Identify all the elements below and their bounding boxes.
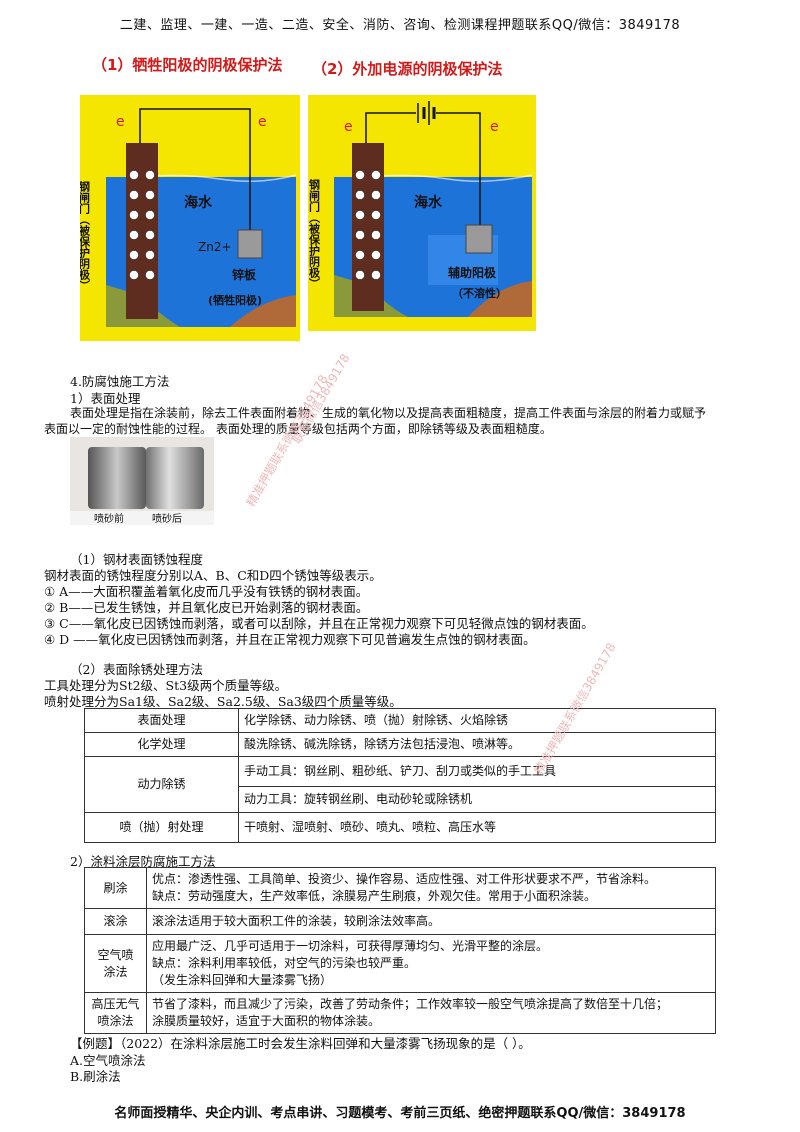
table-row: 喷（抛）射处理 干喷射、湿喷射、喷砂、喷丸、喷粒、高压水等 bbox=[84, 812, 716, 843]
anode-label: 锌板 bbox=[232, 267, 257, 282]
rust-intro: 钢材表面的锈蚀程度分别以A、B、C和D四个锈蚀等级表示。 bbox=[44, 568, 382, 583]
subsection-heading: 2）涂料涂层防腐施工方法 bbox=[70, 854, 216, 869]
table-row: 刷涂 优点：渗透性强、工具简单、投资少、操作容易、适应性强、对工件形状要求不严，… bbox=[84, 867, 716, 909]
rust-item: ④ D ——氧化皮已因锈蚀而剥落，并且在正常视力观察下可见普遍发生点蚀的钢材表面… bbox=[44, 632, 536, 647]
anode-note: (牺牲阳极) bbox=[208, 293, 262, 307]
subsection-heading: （1）钢材表面锈蚀程度 bbox=[70, 552, 203, 567]
coating-table: 刷涂 优点：渗透性强、工具简单、投资少、操作容易、适应性强、对工件形状要求不严，… bbox=[84, 867, 716, 1034]
rust-item: ① A——大面积覆盖着氧化皮而几乎没有铁锈的钢材表面。 bbox=[44, 584, 369, 599]
table-cell: 滚涂 bbox=[84, 908, 147, 935]
table-row: 动力除锈 手动工具：钢丝刷、粗砂纸、铲刀、刮刀或类似的手工工具 bbox=[84, 755, 716, 813]
cell-line: 涂膜质量较好，适宜于大面积的物体涂装。 bbox=[152, 1014, 381, 1028]
table-row: 空气喷涂法 应用最广泛、几乎可适用于一切涂料，可获得厚薄均匀、光滑平整的涂层。 … bbox=[84, 934, 716, 993]
electron-label: e bbox=[116, 114, 125, 130]
example-question: 【例题】（2022）在涂料涂层施工时会发生涂料回弹和大量漆雾飞扬现象的是（ ）。 bbox=[70, 1036, 531, 1051]
paragraph-line: 表面处理是指在涂装前，除去工件表面附着物、生成的氧化物以及提高表面粗糙度，提高工… bbox=[70, 406, 707, 420]
table-cell: 手动工具：钢丝刷、粗砂纸、铲刀、刮刀或类似的手工工具 bbox=[238, 755, 716, 788]
table-cell: 干喷射、湿喷射、喷砂、喷丸、喷粒、高压水等 bbox=[238, 812, 716, 843]
table-cell: 喷（抛）射处理 bbox=[84, 812, 239, 843]
table-cell: 滚涂法适用于较大面积工件的涂装，较刷涂法效率高。 bbox=[146, 908, 716, 935]
derust-table: 表面处理 化学除锈、动力除锈、喷（抛）射除锈、火焰除锈 化学处理 酸洗除锈、碱洗… bbox=[84, 708, 716, 843]
sacrificial-anode-diagram: e e 海水 Zn2+ 锌板 (牺牲阳极) 钢闸门（被保护阴极） bbox=[80, 95, 300, 341]
example-option: B.刷涂法 bbox=[70, 1069, 121, 1084]
rust-item: ② B——已发生锈蚀，并且氧化皮已开始剥落的钢材表面。 bbox=[44, 600, 369, 615]
sandblast-photo: 喷砂前 喷砂后 bbox=[70, 437, 214, 525]
diagram-left-title: （1）牺牲阳极的阴极保护法 bbox=[92, 56, 283, 74]
cell-line: 优点：渗透性强、工具简单、投资少、操作容易、适应性强、对工件形状要求不严，节省涂… bbox=[152, 872, 657, 886]
cell-line: 缺点：涂料利用率较低，对空气的污染也较严重。 bbox=[152, 956, 417, 970]
subsection-heading: 1）表面处理 bbox=[70, 391, 141, 406]
table-row: 滚涂 滚涂法适用于较大面积工件的涂装，较刷涂法效率高。 bbox=[84, 908, 716, 935]
impressed-current-diagram: e e 海水 辅助阳极 （不溶性） 钢闸门（被保护阴极） bbox=[308, 95, 536, 331]
table-cell: 酸洗除锈、碱洗除锈，除锈方法包括浸泡、喷淋等。 bbox=[238, 732, 716, 757]
table-cell: 刷涂 bbox=[84, 867, 147, 909]
seawater-label: 海水 bbox=[184, 194, 213, 211]
table-row: 高压无气喷涂法 节省了漆料，而且减少了污染，改善了劳动条件；工作效率较一般空气喷… bbox=[84, 992, 716, 1034]
page-header: 二建、监理、一建、一造、二造、安全、消防、咨询、检测课程押题联系QQ/微信：38… bbox=[119, 18, 681, 33]
cell-line: （发生涂料回弹和大量漆雾飞扬） bbox=[152, 973, 333, 987]
table-cell: 优点：渗透性强、工具简单、投资少、操作容易、适应性强、对工件形状要求不严，节省涂… bbox=[146, 867, 716, 909]
ion-label: Zn2+ bbox=[198, 240, 232, 254]
electron-label: e bbox=[344, 119, 353, 135]
photo-label-before: 喷砂前 bbox=[94, 512, 124, 525]
diagram-right-title: （2）外加电源的阴极保护法 bbox=[312, 60, 503, 78]
example-option: A.空气喷涂法 bbox=[70, 1053, 146, 1068]
table-cell: 空气喷涂法 bbox=[84, 934, 147, 993]
cell-line: 应用最广泛、几乎可适用于一切涂料，可获得厚薄均匀、光滑平整的涂层。 bbox=[152, 939, 549, 953]
table-cell: 应用最广泛、几乎可适用于一切涂料，可获得厚薄均匀、光滑平整的涂层。 缺点：涂料利… bbox=[146, 934, 716, 993]
rust-item: ③ C——氧化皮已因锈蚀而剥落，或者可以刮除，并且在正常视力观察下可见轻微点蚀的… bbox=[44, 616, 594, 631]
subsection-heading: （2）表面除锈处理方法 bbox=[70, 662, 203, 677]
anode-label: 辅助阳极 bbox=[448, 265, 497, 280]
derust-line: 喷射处理分为Sa1级、Sa2级、Sa2.5级、Sa3级四个质量等级。 bbox=[44, 694, 402, 709]
paragraph-line: 表面以一定的耐蚀性能的过程。 表面处理的质量等级包括两个方面，即除锈等级及表面粗… bbox=[44, 422, 552, 436]
photo-label-after: 喷砂后 bbox=[152, 512, 182, 525]
table-cell: 表面处理 bbox=[84, 708, 239, 733]
cell-line: 节省了漆料，而且减少了污染，改善了劳动条件；工作效率较一般空气喷涂提高了数倍至十… bbox=[152, 997, 669, 1011]
table-cell: 化学处理 bbox=[84, 732, 239, 757]
anode-note: （不溶性） bbox=[452, 286, 507, 300]
seawater-label: 海水 bbox=[414, 194, 443, 211]
gate-label: 钢闸门（被保护阴极） bbox=[308, 178, 321, 289]
electron-label: e bbox=[258, 114, 267, 130]
table-row: 表面处理 化学除锈、动力除锈、喷（抛）射除锈、火焰除锈 bbox=[84, 708, 716, 733]
table-cell: 动力除锈 bbox=[84, 756, 239, 813]
table-cell: 动力工具：旋转钢丝刷、电动砂轮或除锈机 bbox=[238, 786, 716, 813]
electron-label: e bbox=[490, 119, 499, 135]
cell-line: 缺点：劳动强度大，生产效率低，涂膜易产生刷痕，外观欠佳。常用于小面积涂装。 bbox=[152, 889, 597, 903]
section-heading: 4.防腐蚀施工方法 bbox=[70, 374, 170, 389]
gate-label: 钢闸门（被保护阴极） bbox=[80, 180, 91, 291]
table-cell: 化学除锈、动力除锈、喷（抛）射除锈、火焰除锈 bbox=[238, 708, 716, 733]
table-row: 化学处理 酸洗除锈、碱洗除锈，除锈方法包括浸泡、喷淋等。 bbox=[84, 732, 716, 757]
table-cell: 节省了漆料，而且减少了污染，改善了劳动条件；工作效率较一般空气喷涂提高了数倍至十… bbox=[146, 992, 716, 1034]
page-footer: 名师面授精华、央企内训、考点串讲、习题模考、考前三页纸、绝密押题联系QQ/微信：… bbox=[114, 1106, 686, 1121]
derust-line: 工具处理分为St2级、St3级两个质量等级。 bbox=[44, 678, 288, 693]
table-cell: 高压无气喷涂法 bbox=[84, 992, 147, 1034]
